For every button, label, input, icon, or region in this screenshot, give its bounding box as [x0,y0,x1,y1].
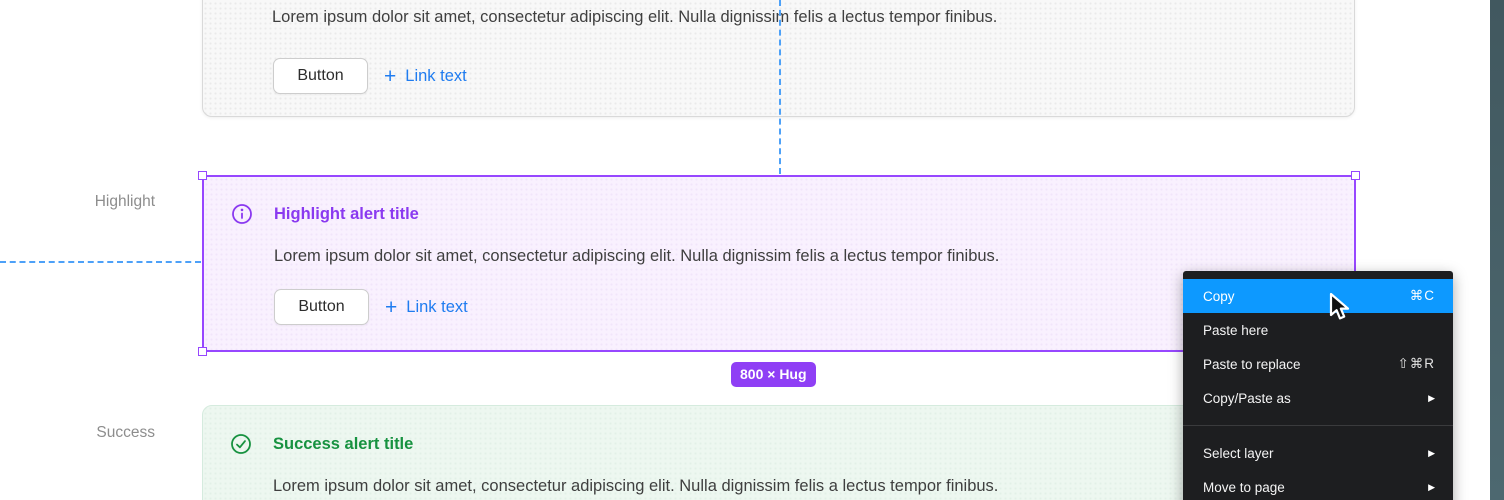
menu-item-move-to-page[interactable]: Move to page ▶ [1183,470,1453,500]
section-label-success: Success [96,424,155,441]
vertical-guide-line [779,0,781,174]
menu-item-paste-to-replace[interactable]: Paste to replace ⇧⌘R [1183,347,1453,381]
menu-item-select-layer[interactable]: Select layer ▶ [1183,436,1453,470]
menu-item-label: Paste here [1203,322,1269,338]
alert-body-text: Lorem ipsum dolor sit amet, consectetur … [273,477,999,495]
alert-card-info[interactable]: Lorem ipsum dolor sit amet, consectetur … [202,0,1355,117]
section-label-highlight: Highlight [94,193,155,210]
menu-item-label: Paste to replace [1203,356,1301,372]
alert-card-success[interactable]: Success alert title Lorem ipsum dolor si… [202,405,1356,500]
horizontal-guide-line [0,261,201,263]
submenu-arrow-icon: ▶ [1428,481,1435,492]
menu-item-label: Copy [1203,288,1235,304]
info-icon [231,203,253,225]
menu-item-copy-paste-as[interactable]: Copy/Paste as ▶ [1183,381,1453,415]
menu-item-paste-here[interactable]: Paste here [1183,313,1453,347]
link-label: Link text [405,66,467,85]
alert-link[interactable]: + Link text [384,58,467,94]
menu-item-shortcut: ⇧⌘R [1397,356,1435,371]
menu-item-label: Copy/Paste as [1203,390,1291,406]
selection-handle-bottom-left[interactable] [198,347,207,356]
alert-card-highlight-selected[interactable]: Highlight alert title Lorem ipsum dolor … [198,171,1360,356]
selection-size-badge: 800 × Hug [731,362,816,387]
menu-item-shortcut: ⌘C [1409,288,1435,303]
alert-title: Success alert title [273,435,414,453]
alert-title: Highlight alert title [274,205,419,223]
plus-icon: + [385,295,398,319]
mouse-cursor-icon [1329,292,1353,328]
menu-item-copy[interactable]: Copy ⌘C [1183,279,1453,313]
submenu-arrow-icon: ▶ [1428,392,1435,403]
selection-handle-top-left[interactable] [198,171,207,180]
background-edge-strip [1490,0,1504,500]
alert-link[interactable]: + Link text [385,289,468,325]
check-circle-icon [230,433,252,455]
link-label: Link text [406,297,468,316]
alert-body-text: Lorem ipsum dolor sit amet, consectetur … [274,247,1000,265]
submenu-arrow-icon: ▶ [1428,447,1435,458]
plus-icon: + [384,64,397,88]
menu-separator [1183,425,1453,426]
menu-item-label: Select layer [1203,445,1274,461]
menu-item-label: Move to page [1203,479,1285,495]
selection-handle-top-right[interactable] [1351,171,1360,180]
context-menu: Copy ⌘C Paste here Paste to replace ⇧⌘R … [1183,271,1453,500]
alert-body-text: Lorem ipsum dolor sit amet, consectetur … [272,8,998,26]
alert-button[interactable]: Button [274,289,369,325]
alert-button[interactable]: Button [273,58,368,94]
